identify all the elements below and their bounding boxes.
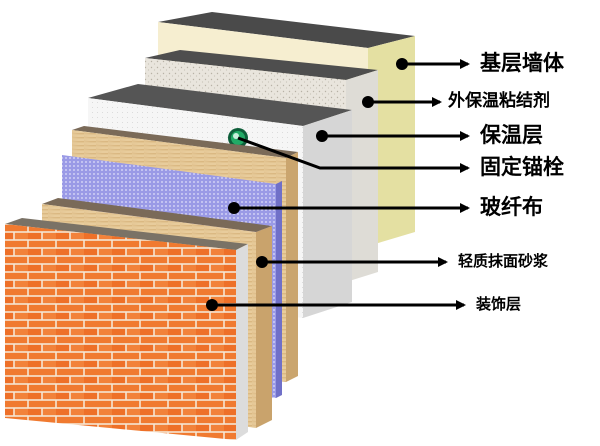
label-base-wall: 基层墙体 <box>480 53 564 74</box>
label-insulation-adhesive: 外保温粘结剂 <box>448 93 550 110</box>
label-fixing-anchor: 固定锚栓 <box>480 157 564 178</box>
label-decorative-layer: 装饰层 <box>476 297 521 312</box>
label-fiberglass-mesh: 玻纤布 <box>480 197 543 218</box>
label-lightweight-plaster: 轻质抹面砂浆 <box>458 254 548 269</box>
label-insulation-layer: 保温层 <box>480 125 543 146</box>
decorative-brick-layer <box>5 218 248 440</box>
